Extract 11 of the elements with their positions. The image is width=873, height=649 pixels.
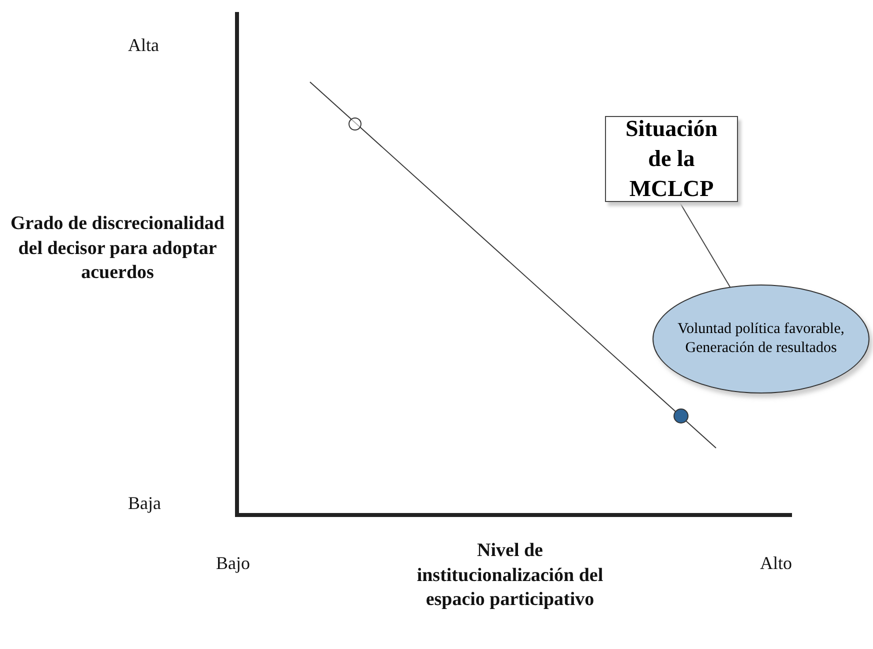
axis-label: Alto [760, 552, 794, 575]
leader-line [679, 202, 731, 288]
axis-title: Nivel de institucionalización del espacio participativo [416, 539, 604, 612]
axis-label: Bajo [216, 552, 251, 575]
ellipse-text: Voluntad política favorable, Generación de resultados [676, 320, 846, 358]
ellipse-node [651, 283, 871, 395]
axis-label: Baja [128, 492, 162, 515]
axis-label: Alta [128, 34, 160, 57]
callout-title: Situación de la MCLCP [624, 115, 719, 203]
axis-title: Grado de discrecionalidad del decisor para adoptar acuerdos [10, 212, 226, 286]
callout-box [605, 116, 738, 202]
